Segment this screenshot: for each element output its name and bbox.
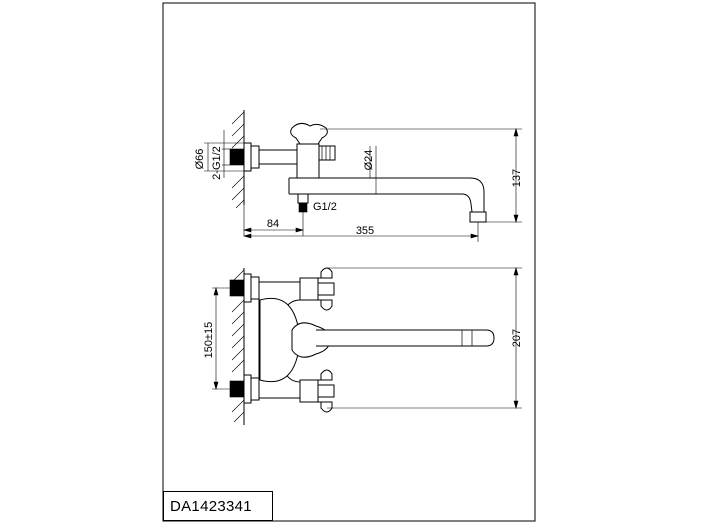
dim-inlet-thread-label: 2-G1/2	[211, 146, 223, 180]
sheet-frame	[162, 2, 536, 522]
dim-spout-diameter-label: Ø24	[363, 150, 375, 171]
spout-top	[289, 177, 485, 212]
side-view: 137 Ø24 G1/2 Ø66 2-G1/2 84 355	[194, 110, 523, 242]
dim-flange-diameter-label: Ø66	[194, 149, 206, 170]
dim-centers-label: 150±15	[203, 322, 215, 359]
wall-hatching-top	[231, 111, 245, 209]
mixer-body-top	[258, 149, 298, 165]
upper-valve-front	[299, 277, 319, 301]
handle-lower-front	[317, 384, 335, 398]
handle-upper-front	[317, 282, 335, 296]
dim-total-height-label: 207	[511, 329, 523, 347]
spout-front	[316, 329, 495, 347]
inlet-connector-top	[229, 148, 245, 166]
dim-height-label: 137	[511, 169, 523, 187]
wall-flange-top	[243, 142, 252, 172]
front-view: 150±15 207	[203, 266, 523, 425]
dim-length-label: 355	[356, 225, 374, 237]
aerator-top	[469, 211, 487, 223]
dim-outlet-thread-label: G1/2	[313, 201, 337, 213]
model-code: DA1423341	[170, 498, 252, 515]
dim-offset-label: 84	[267, 218, 279, 230]
inlet-connector-upper	[229, 279, 245, 297]
handle-top	[290, 122, 328, 145]
inlet-connector-lower	[229, 380, 245, 398]
outlet-connector-top	[298, 202, 308, 213]
wall-hatching-front	[231, 269, 245, 423]
model-code-box: DA1423341	[163, 491, 273, 521]
lower-valve-front	[299, 379, 319, 403]
